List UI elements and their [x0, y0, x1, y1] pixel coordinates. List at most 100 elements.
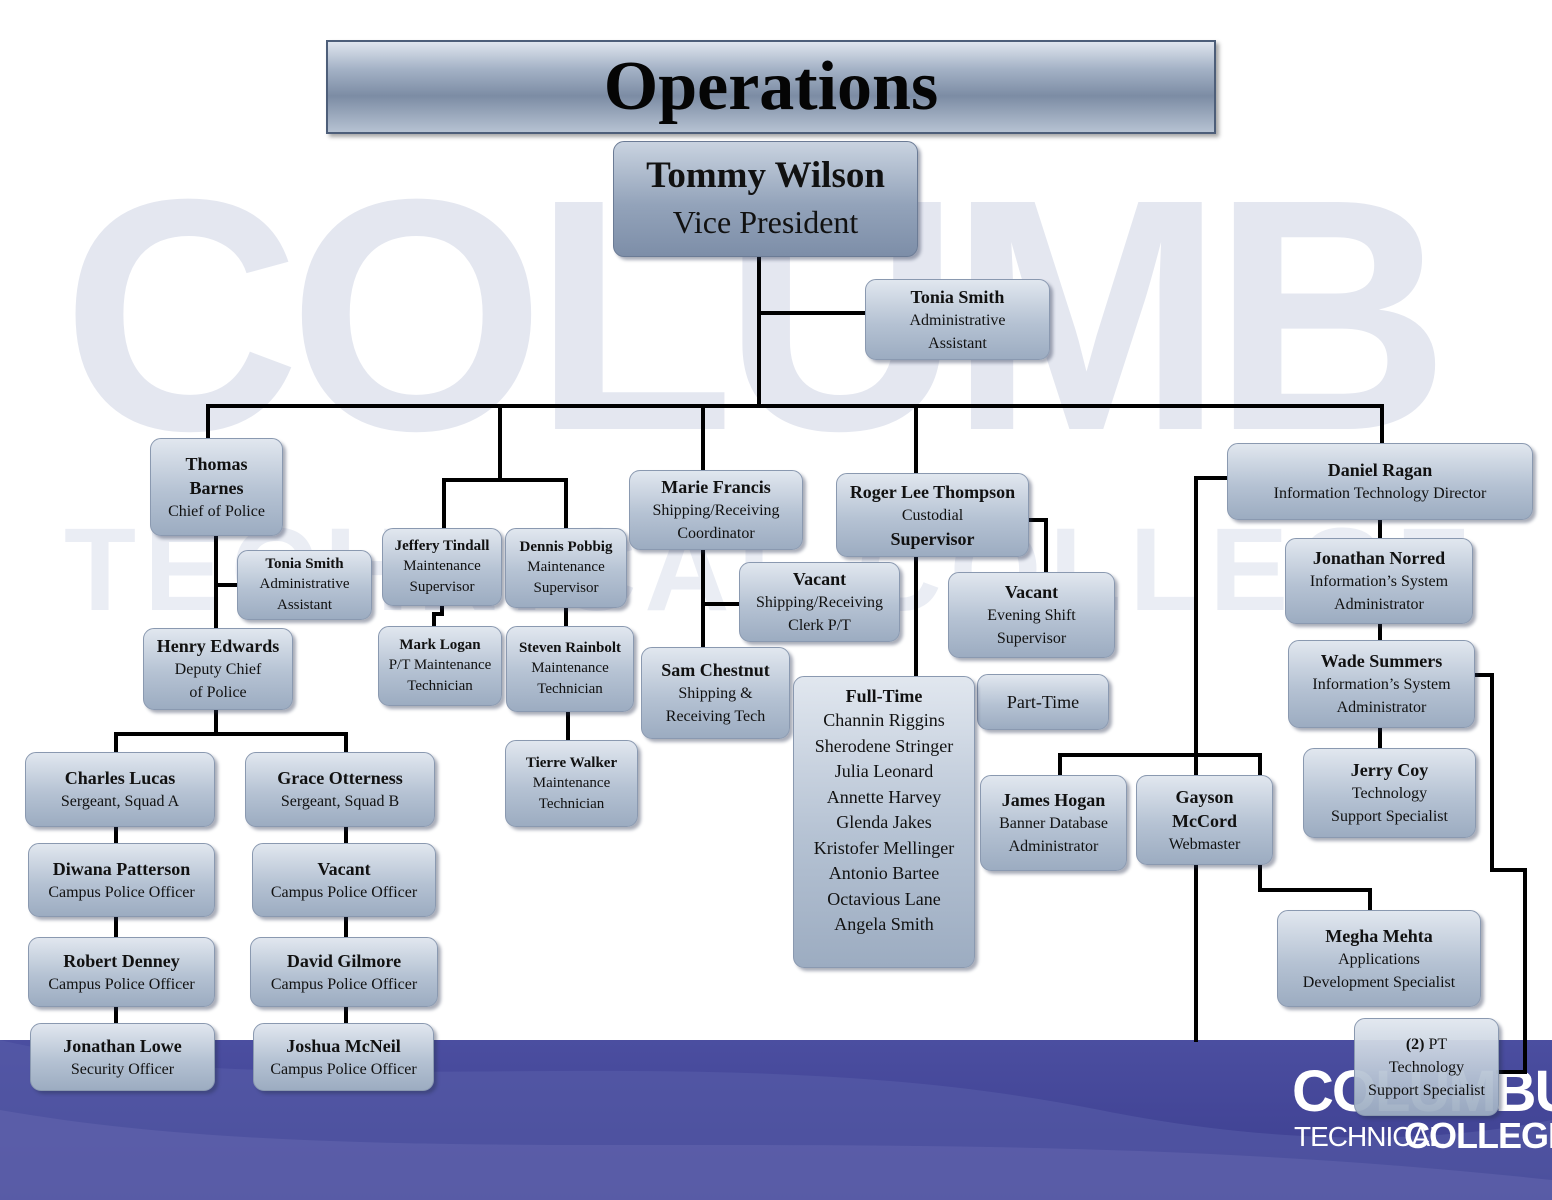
it-mccord-name2: McCord: [1172, 810, 1237, 831]
it-summers-box[interactable]: Wade Summers Information’s System Admini…: [1288, 640, 1475, 728]
custodial-supervisor-name: Roger Lee Thompson: [849, 481, 1016, 502]
maint-tech-3-title1: Maintenance: [532, 774, 611, 791]
it-coy-title1: Technology: [1351, 785, 1428, 802]
evening-supervisor-title1: Evening Shift: [987, 607, 1076, 624]
shipping-coordinator-title2: Coordinator: [677, 525, 755, 542]
maint-tech-1-title1: P/T Maintenance: [388, 657, 492, 673]
connector-squads: [114, 708, 348, 754]
page-title: Operations: [326, 40, 1216, 134]
connector-maintenance: [442, 404, 568, 530]
maint-tech-3-box[interactable]: Tierre Walker Maintenance Technician: [505, 740, 638, 827]
it-pt-box[interactable]: (2) PT Technology Support Specialist: [1354, 1018, 1499, 1116]
shipping-coordinator-box[interactable]: Marie Francis Shipping/Receiving Coordin…: [629, 470, 803, 550]
deputy-chief-title2: of Police: [189, 684, 247, 701]
squad-b-member-1-title: Sergeant, Squad B: [280, 793, 400, 810]
it-hogan-name: James Hogan: [1001, 790, 1106, 810]
it-pt-label: PT: [1428, 1035, 1448, 1053]
squad-a-member-2[interactable]: Diwana Patterson Campus Police Officer: [28, 843, 215, 917]
vp-assistant-title2: Assistant: [928, 334, 987, 352]
evening-supervisor-title2: Supervisor: [996, 630, 1067, 647]
vp-title: Vice President: [672, 204, 859, 240]
deputy-chief-name: Henry Edwards: [156, 636, 280, 656]
shipping-clerk-box[interactable]: Vacant Shipping/Receiving Clerk P/T: [739, 562, 900, 642]
squad-b-member-2-name: Vacant: [317, 858, 371, 879]
squad-a-member-2-name: Diwana Patterson: [52, 858, 191, 879]
full-time-box[interactable]: Full-Time Channin Riggins Sherodene Stri…: [793, 676, 975, 968]
it-summers-title1: Information’s System: [1312, 676, 1451, 693]
it-summers-name: Wade Summers: [1320, 651, 1443, 671]
vp-name: Tommy Wilson: [646, 155, 885, 196]
vp-box[interactable]: Tommy Wilson Vice President: [613, 141, 918, 257]
it-summers-title2: Administrator: [1336, 699, 1427, 716]
it-coy-title2: Support Specialist: [1331, 808, 1448, 825]
shipping-clerk-title2: Clerk P/T: [788, 617, 851, 634]
shipping-clerk-name: Vacant: [792, 569, 847, 589]
it-mccord-title: Webmaster: [1168, 835, 1241, 853]
part-time-label: Part-Time: [1006, 691, 1080, 712]
squad-b-member-3-title: Campus Police Officer: [270, 975, 418, 993]
vp-assistant-title1: Administrative: [909, 311, 1006, 329]
evening-supervisor-name: Vacant: [1004, 582, 1059, 602]
maint-supervisor-1-box[interactable]: Jeffery Tindall Maintenance Supervisor: [382, 528, 502, 606]
squad-b-member-3[interactable]: David Gilmore Campus Police Officer: [250, 937, 438, 1007]
it-mccord-name1: Gayson: [1175, 786, 1234, 807]
vp-assistant-box[interactable]: Tonia Smith Administrative Assistant: [865, 279, 1050, 360]
it-director-name: Daniel Ragan: [1327, 460, 1433, 480]
evening-supervisor-box[interactable]: Vacant Evening Shift Supervisor: [948, 572, 1115, 658]
full-time-name-7: Antonio Bartee: [828, 863, 940, 883]
it-coy-box[interactable]: Jerry Coy Technology Support Specialist: [1303, 748, 1476, 838]
maint-supervisor-1-title2: Supervisor: [409, 579, 475, 595]
part-time-box[interactable]: Part-Time: [977, 674, 1109, 730]
shipping-coordinator-title1: Shipping/Receiving: [652, 502, 780, 519]
it-pt-title2: Support Specialist: [1368, 1081, 1485, 1099]
maint-tech-2-title2: Technician: [537, 681, 603, 697]
page-title-text: Operations: [603, 48, 939, 125]
maint-supervisor-1-name: Jeffery Tindall: [394, 538, 490, 554]
maint-tech-1-box[interactable]: Mark Logan P/T Maintenance Technician: [378, 626, 502, 706]
it-mccord-box[interactable]: Gayson McCord Webmaster: [1136, 775, 1273, 865]
it-mehta-name: Megha Mehta: [1325, 925, 1433, 946]
deputy-chief-box[interactable]: Henry Edwards Deputy Chief of Police: [143, 628, 293, 710]
squad-a-member-1[interactable]: Charles Lucas Sergeant, Squad A: [25, 752, 215, 827]
it-hogan-box[interactable]: James Hogan Banner Database Administrato…: [980, 775, 1127, 871]
police-chief-box[interactable]: Thomas Barnes Chief of Police: [150, 438, 283, 536]
it-norred-box[interactable]: Jonathan Norred Information’s System Adm…: [1285, 538, 1473, 624]
it-mehta-box[interactable]: Megha Mehta Applications Development Spe…: [1277, 910, 1481, 1007]
maint-tech-2-name: Steven Rainbolt: [518, 640, 622, 656]
maint-tech-1-name: Mark Logan: [399, 637, 481, 653]
full-time-name-4: Annette Harvey: [826, 786, 942, 807]
shipping-clerk-title1: Shipping/Receiving: [755, 594, 884, 611]
squad-a-member-3-name: Robert Denney: [63, 950, 180, 971]
full-time-name-8: Octavious Lane: [827, 888, 941, 909]
police-chief-title: Chief of Police: [168, 502, 265, 520]
maint-tech-2-box[interactable]: Steven Rainbolt Maintenance Technician: [506, 626, 634, 712]
maint-supervisor-2-box[interactable]: Dennis Pobbig Maintenance Supervisor: [505, 528, 627, 608]
it-pt-line1: (2) PT: [1406, 1033, 1447, 1056]
connector-shipping-chain: [701, 548, 743, 648]
squad-a-member-4-title: Security Officer: [70, 1060, 175, 1078]
custodial-supervisor-box[interactable]: Roger Lee Thompson Custodial Supervisor: [836, 473, 1029, 557]
full-time-name-1: Channin Riggins: [823, 710, 945, 730]
squad-a-member-4[interactable]: Jonathan Lowe Security Officer: [30, 1023, 215, 1091]
police-assistant-title1: Administrative: [259, 576, 350, 592]
custodial-supervisor-title2: Supervisor: [890, 528, 975, 549]
squad-b-member-2[interactable]: Vacant Campus Police Officer: [252, 843, 436, 917]
squad-b-member-4[interactable]: Joshua McNeil Campus Police Officer: [253, 1023, 434, 1091]
it-director-box[interactable]: Daniel Ragan Information Technology Dire…: [1227, 443, 1533, 520]
squad-a-member-3[interactable]: Robert Denney Campus Police Officer: [28, 937, 215, 1007]
police-chief-name2: Barnes: [189, 477, 244, 498]
full-time-name-2: Sherodene Stringer: [814, 735, 954, 756]
shipping-tech-box[interactable]: Sam Chestnut Shipping & Receiving Tech: [641, 647, 790, 739]
squad-b-member-1[interactable]: Grace Otterness Sergeant, Squad B: [245, 752, 435, 827]
police-assistant-box[interactable]: Tonia Smith Administrative Assistant: [237, 550, 372, 620]
vp-assistant-name: Tonia Smith: [910, 286, 1005, 307]
it-mehta-title2: Development Specialist: [1302, 973, 1456, 991]
squad-b-member-4-name: Joshua McNeil: [286, 1035, 401, 1056]
shipping-coordinator-name: Marie Francis: [661, 477, 771, 497]
maint-tech-1-title2: Technician: [407, 678, 473, 694]
it-director-title: Information Technology Director: [1273, 485, 1487, 502]
maint-supervisor-2-title2: Supervisor: [533, 580, 599, 596]
logo-line3: COLLEGE: [1404, 1115, 1552, 1156]
connector-maint-left: [432, 604, 444, 628]
it-pt-count: (2): [1405, 1035, 1425, 1053]
